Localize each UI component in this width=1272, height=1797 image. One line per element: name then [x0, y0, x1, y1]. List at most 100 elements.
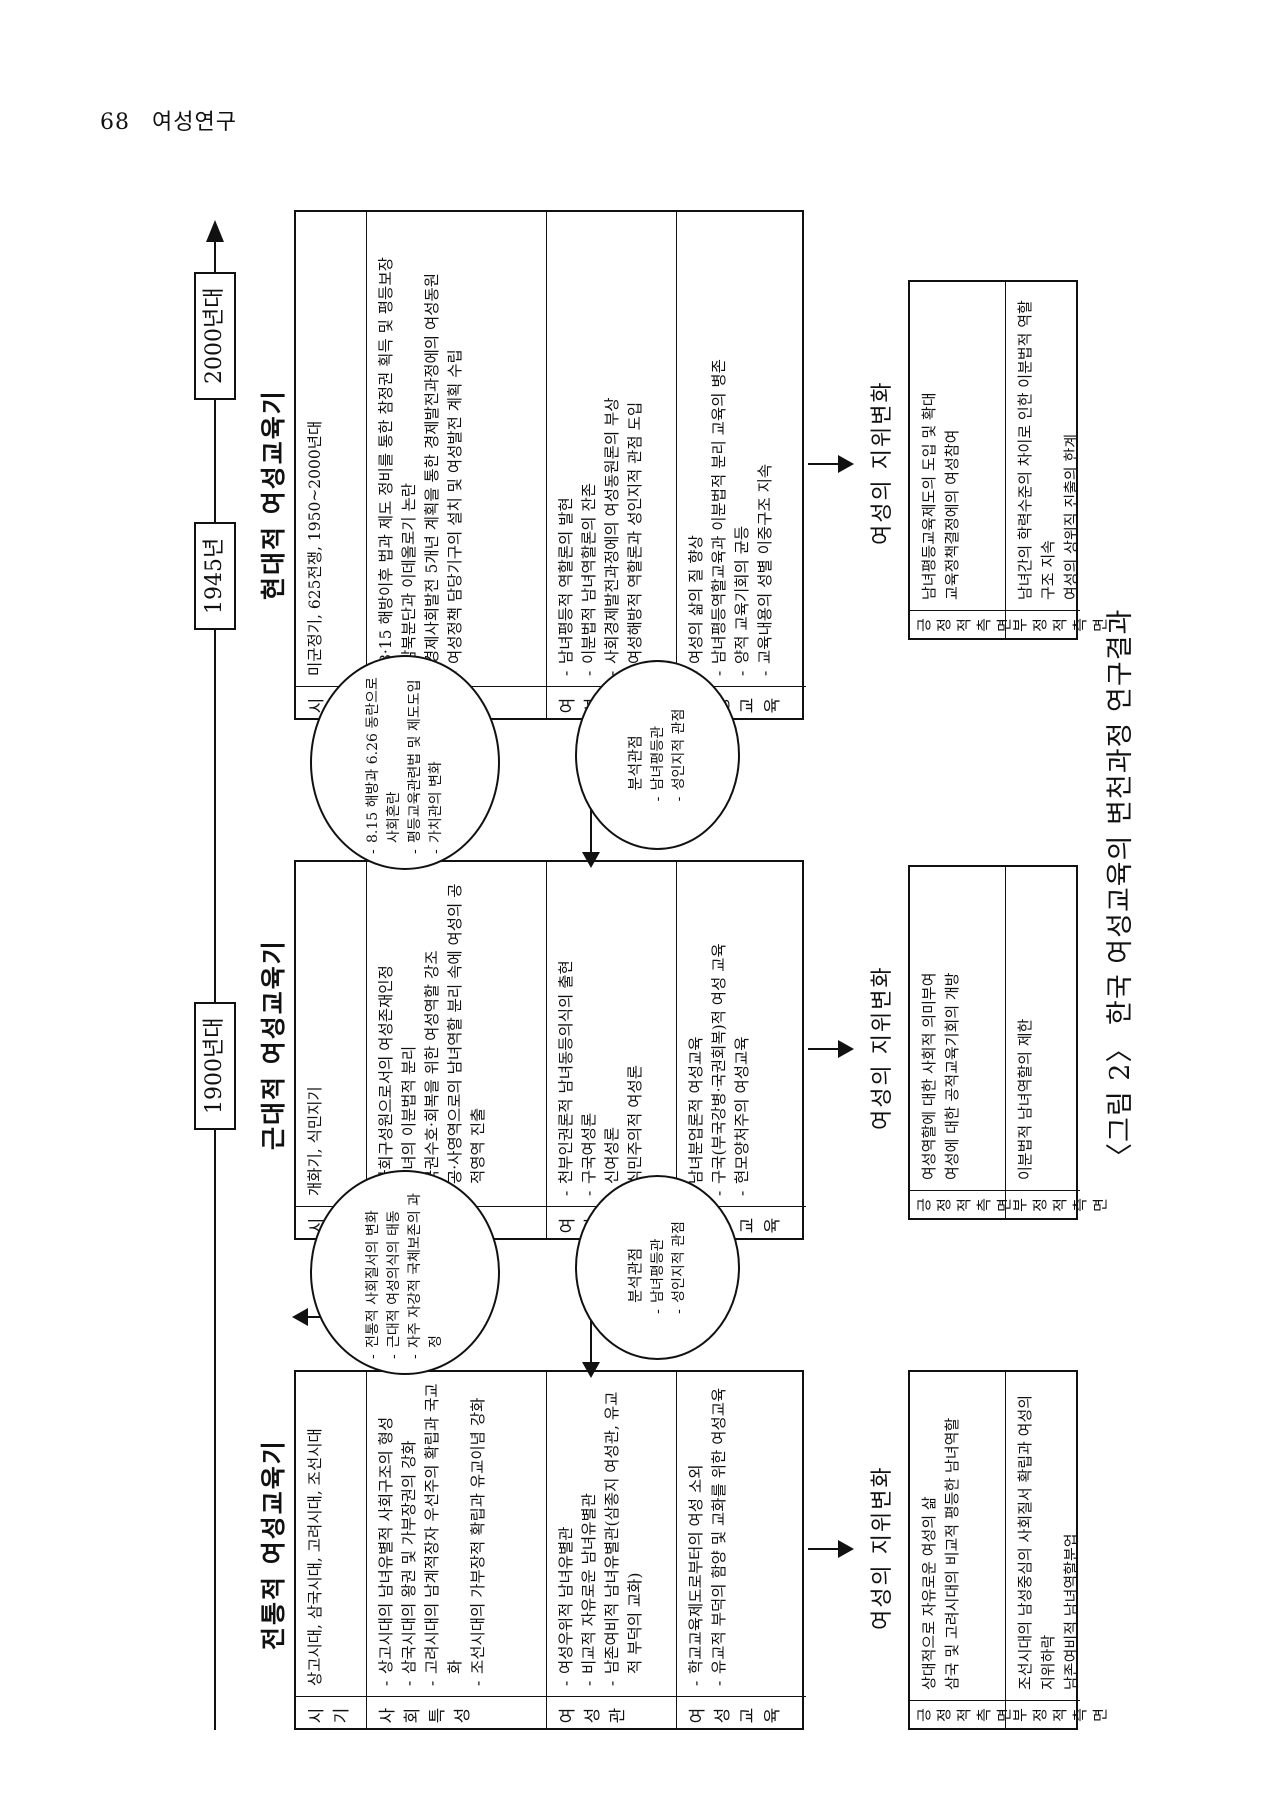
analysis-title: 분석관점 [626, 735, 644, 791]
list-item: 8·15 해방이후 법과 제도 정비를 통한 참정권 획득 및 평등보장 [375, 222, 398, 676]
transition-1-double-arrow-left-head [582, 1362, 600, 1378]
list-item: 전통적 사회질서의 변화 [363, 1186, 384, 1359]
transition-1-analysis-circle: 분석관점 남녀평등관 성인지적 관점 [575, 1175, 740, 1360]
label-negative: 부정적측면 [1006, 1700, 1109, 1728]
row-edu: 여 성 교 육 학교교육제도로부터의 여성 소외 유교적 부덕의 함양 및 교화… [676, 1372, 806, 1728]
positive-text: 상대적으로 자유로운 여성의 삶 삼국 및 고려시대의 비교적 평등한 남녀역할 [910, 1372, 972, 1700]
row-positive: 긍정적측면 남녀평등교육제도의 도입 및 확대 교육정책결정에의 여성참여 [910, 282, 1013, 638]
period-text: 상고시대, 삼국시대, 고려시대, 조선시대 [306, 1428, 324, 1686]
list-item: 남녀평등역할교육과 이분법적 분리 교육의 병존 [708, 222, 731, 676]
list-item: 유교적 부덕의 함양 및 교화를 위한 여성교육 [708, 1382, 731, 1686]
list-item: 근대적 여성의식의 태동 [384, 1186, 405, 1359]
list-item: 남녀평등관 [648, 1221, 669, 1314]
list-item: 여성해방적 역할론과 성인지적 관점 도입 [624, 222, 647, 676]
status-arrow-2-line [808, 1048, 840, 1050]
analysis-title: 분석관점 [626, 1247, 644, 1303]
status-title-modern: 여성의 지위변화 [870, 965, 895, 1130]
list-item: 성인지적 관점 [669, 709, 690, 802]
positive-text: 여성역할에 대한 사회적 의미부여 여성에 대한 공적교육기회의 개방 [910, 867, 972, 1190]
label-view: 여 성 관 [547, 1696, 676, 1728]
list-item: 신여성론 [601, 872, 624, 1196]
row-view: 여 성 관 남녀평등적 역할론의 발현 이분법적 남녀역할론의 잔존 사회경제발… [546, 212, 676, 718]
list-item: 여성우위적 남녀유별관 [555, 1382, 578, 1686]
list-item: 경제사회발전 5개년 계획을 통한 경제발전과정에의 여성동원 [421, 222, 444, 676]
era-box-contemporary: 시 기 미군정기, 625전쟁, 1950~2000년대 사 회 특 성 8·1… [294, 210, 806, 720]
row-period: 시 기 개화기, 식민지기 [296, 862, 366, 1238]
row-negative: 부정적측면 남녀간의 학력수준의 차이로 인한 이분법적 역할구조 지속 여성의… [1005, 282, 1109, 638]
status-title-traditional: 여성의 지위변화 [870, 1465, 895, 1630]
list-item: 현모양처주의 여성교육 [731, 872, 754, 1196]
list-item: 평등교육관련법 및 제도도입 [405, 671, 426, 854]
list-item: 남존여비적 남녀유별관(삼종지 여성관, 유교적 부덕의 교화) [601, 1382, 647, 1686]
status-arrow-2-head [838, 1040, 854, 1058]
view-text: 천부인권론적 남녀동등의식의 출현 구국여성론 신여성론 식민주의적 여성론 [547, 862, 676, 1206]
list-item: 공·사영역으로의 남녀역할 분리 속에 여성의 공적영역 진출 [444, 872, 490, 1196]
list-item: 삼국시대의 왕권 및 가부장권의 강화 [398, 1382, 421, 1686]
list-item: 여성에 대한 공적교육기회의 개방 [943, 972, 961, 1180]
row-period: 시 기 미군정기, 625전쟁, 1950~2000년대 [296, 212, 366, 718]
row-positive: 긍정적측면 상대적으로 자유로운 여성의 삶 삼국 및 고려시대의 비교적 평등… [910, 1372, 1013, 1728]
label-society: 사 회 특 성 [367, 1696, 546, 1728]
status-arrow-1-head [838, 1540, 854, 1558]
transition-2-analysis-circle: 분석관점 남녀평등관 성인지적 관점 [575, 660, 740, 850]
row-society: 사 회 특 성 8·15 해방이후 법과 제도 정비를 통한 참정권 획득 및 … [366, 212, 546, 718]
view-text: 여성우위적 남녀유별관 비교적 자유로운 남녀유별관 남존여비적 남녀유별관(삼… [547, 1372, 676, 1696]
timeline-arrowhead [206, 220, 224, 242]
list-item: 식민주의적 여성론 [624, 872, 647, 1196]
list-item: 교육내용의 성별 이중구조 지속 [754, 222, 777, 676]
list-item: 남녀분업론적 여성교육 [685, 872, 708, 1196]
edu-text: 남녀분업론적 여성교육 구국(부국강병·국권회복)적 여성 교육 현모양처주의 … [677, 862, 806, 1206]
negative-text: 이분법적 남녀역할의 제한 [1006, 867, 1045, 1190]
list-item: 이분법적 남녀역할의 제한 [1016, 1018, 1034, 1180]
page-number: 68 [100, 110, 130, 135]
label-positive: 긍정적측면 [910, 1190, 1013, 1218]
status-arrow-1-line [808, 1548, 840, 1550]
list-item: 구국(부국강병·국권회복)적 여성 교육 [708, 872, 731, 1196]
list-item: 상고시대의 남녀유별적 사회구조의 형성 [375, 1382, 398, 1686]
status-box-modern: 긍정적측면 여성역할에 대한 사회적 의미부여 여성에 대한 공적교육기회의 개… [908, 865, 1109, 1220]
row-negative: 부정적측면 조선시대의 남성중심의 사회질서 확립과 여성의 지위하락 남존여비… [1005, 1372, 1109, 1728]
era-title-contemporary: 현대적 여성교육기 [259, 389, 288, 600]
status-arrow-3-head [838, 455, 854, 473]
list-item: 사회경제발전과정에의 여성동원론의 부상 [601, 222, 624, 676]
list-item: 국권수호·회복을 위한 여성역할 강조 [421, 872, 444, 1196]
period-text: 개화기, 식민지기 [306, 1086, 324, 1196]
label-negative: 부정적측면 [1006, 1190, 1109, 1218]
figure-diagram: 1900년대 1945년 2000년대 전통적 여성교육기 시 기 상고시대, … [180, 210, 1140, 1730]
edu-text: 학교교육제도로부터의 여성 소외 유교적 부덕의 함양 및 교화를 위한 여성교… [677, 1372, 806, 1696]
list-item: 남녀평등교육제도의 도입 및 확대 [920, 392, 938, 600]
year-box-1900s: 1900년대 [194, 1001, 236, 1130]
list-item: 8.15 해방과 6.26 동란으로 사회혼란 [363, 671, 405, 854]
status-box-traditional: 긍정적측면 상대적으로 자유로운 여성의 삶 삼국 및 고려시대의 비교적 평등… [908, 1370, 1109, 1730]
year-box-2000s: 2000년대 [194, 271, 236, 400]
row-view: 여 성 관 여성우위적 남녀유별관 비교적 자유로운 남녀유별관 남존여비적 남… [546, 1372, 676, 1728]
list-item: 남녀평등적 역할론의 발현 [555, 222, 578, 676]
list-item: 조선시대의 남성중심의 사회질서 확립과 여성의 지위하락 [1016, 1394, 1057, 1690]
list-item: 성인지적 관점 [669, 1221, 690, 1314]
era-title-modern: 근대적 여성교육기 [259, 939, 288, 1150]
transition-1-arrowhead-up [292, 1308, 308, 1326]
list-item: 여성역할에 대한 사회적 의미부여 [920, 972, 938, 1180]
transition-2-factors-circle: 8.15 해방과 6.26 동란으로 사회혼란 평등교육관련법 및 제도도입 가… [310, 655, 500, 870]
list-item: 남녀간의 학력수준의 차이로 인한 이분법적 역할구조 지속 [1016, 300, 1057, 600]
negative-text: 남녀간의 학력수준의 차이로 인한 이분법적 역할구조 지속 여성의 상위직 진… [1006, 282, 1091, 610]
list-item: 고려시대의 남계적장자 우선주의 확립과 국교화 [421, 1382, 467, 1686]
positive-text: 남녀평등교육제도의 도입 및 확대 교육정책결정에의 여성참여 [910, 282, 972, 610]
timeline: 1900년대 1945년 2000년대 [180, 210, 240, 1730]
list-item: 이분법적 남녀역할론의 잔존 [578, 222, 601, 676]
status-title-contemporary: 여성의 지위변화 [870, 380, 895, 545]
society-text: 사회구성원으로서의 여성존재인정 남녀의 이분법적 분리 국권수호·회복을 위한… [367, 862, 546, 1206]
row-negative: 부정적측면 이분법적 남녀역할의 제한 [1005, 867, 1109, 1218]
list-item: 여성정책 담당기구의 설치 및 여성발전 계획 수립 [444, 222, 467, 676]
row-positive: 긍정적측면 여성역할에 대한 사회적 의미부여 여성에 대한 공적교육기회의 개… [910, 867, 1013, 1218]
label-positive: 긍정적측면 [910, 1700, 1013, 1728]
label-period: 시 기 [296, 1696, 366, 1728]
list-item: 사회구성원으로서의 여성존재인정 [375, 872, 398, 1196]
list-item: 여성의 상위직 진출의 한계 [1062, 433, 1080, 600]
label-negative: 부정적측면 [1006, 610, 1109, 638]
journal-title: 여성연구 [152, 110, 237, 135]
status-box-contemporary: 긍정적측면 남녀평등교육제도의 도입 및 확대 교육정책결정에의 여성참여 부정… [908, 280, 1109, 640]
transition-1-factors-circle: 전통적 사회질서의 변화 근대적 여성의식의 태동 자주 자강적 국체보존의 과… [310, 1170, 500, 1375]
list-item: 조선시대의 가부장적 확립과 유교이념 강화 [467, 1382, 490, 1686]
list-item: 남녀의 이분법적 분리 [398, 872, 421, 1196]
